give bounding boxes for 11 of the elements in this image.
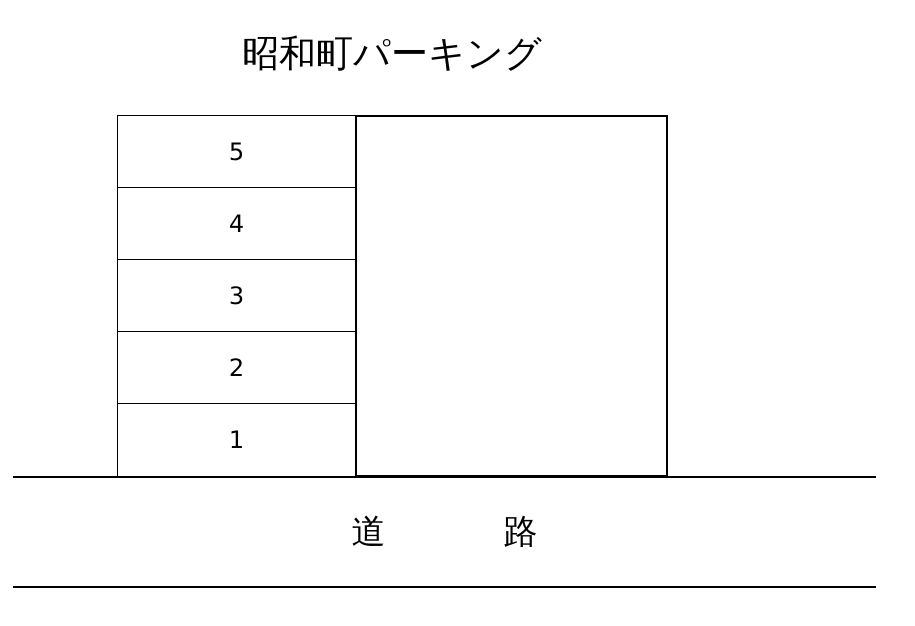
space-number: 4 <box>228 210 244 238</box>
space-number: 5 <box>228 138 244 166</box>
space-number: 1 <box>228 426 244 454</box>
parking-space <box>117 115 356 188</box>
space-number: 3 <box>228 282 244 310</box>
title: 昭和町パーキング <box>241 31 543 77</box>
road-label: 路 <box>504 512 538 552</box>
lot-area-box <box>355 115 668 477</box>
space-number: 2 <box>228 354 244 382</box>
road-band <box>13 476 876 588</box>
road-label: 道 <box>352 512 386 552</box>
